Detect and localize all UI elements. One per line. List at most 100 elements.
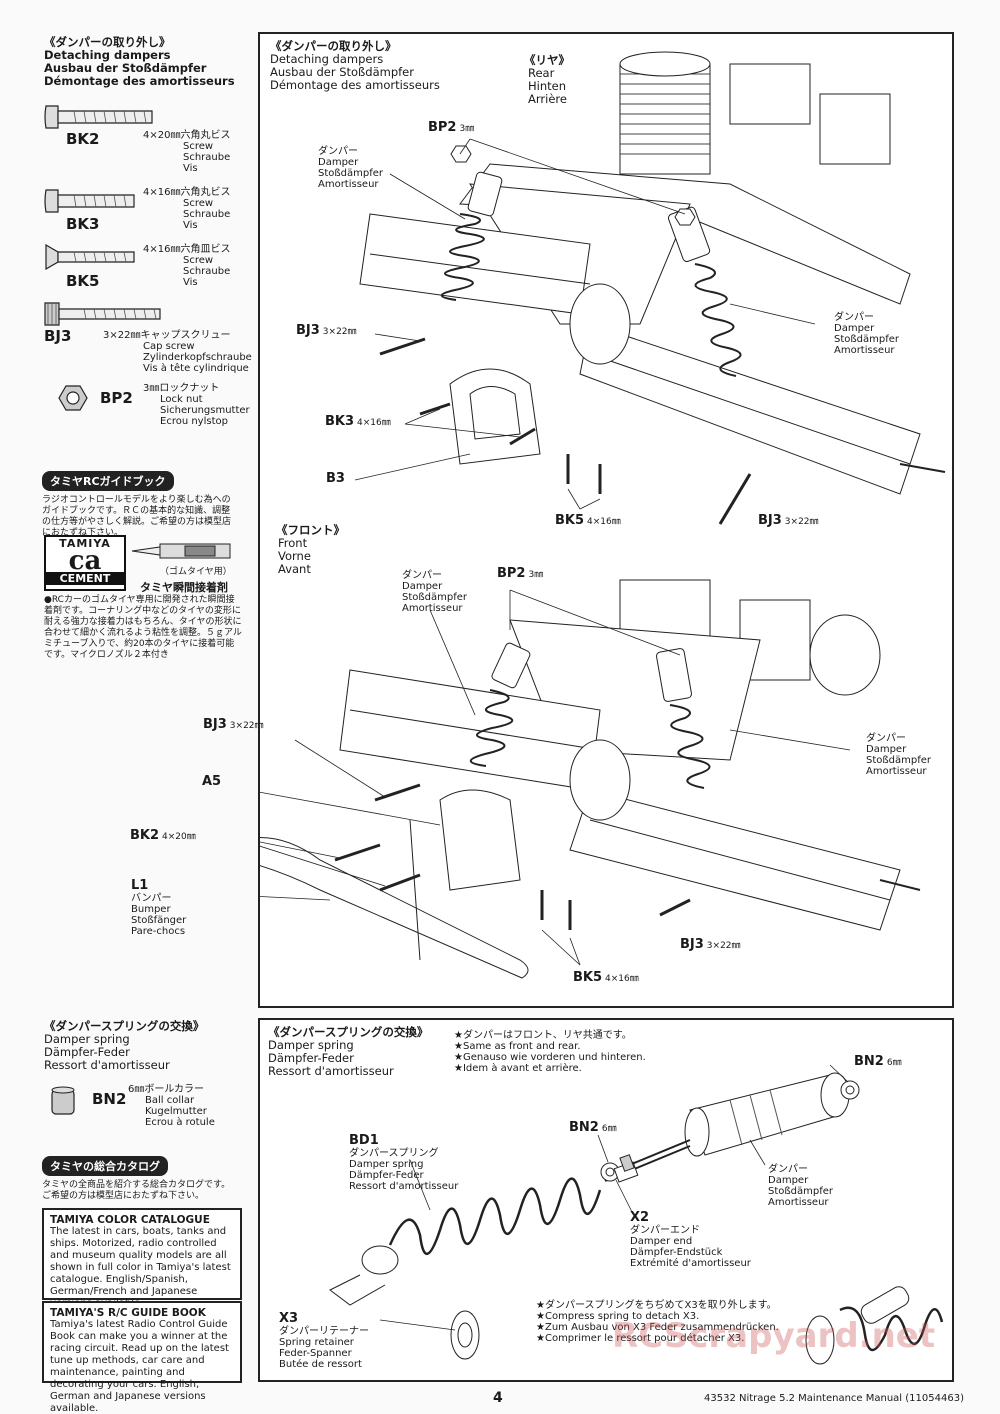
front-chassis-illustration <box>260 560 952 1000</box>
x2-callout: ダンパーエンド Damper end Dämpfer-Endstück Extr… <box>630 1225 751 1269</box>
damper-ja: ダンパー <box>318 146 358 157</box>
damper-de: Stoßdämpfer <box>866 755 932 766</box>
label-b3: B3 <box>326 471 345 486</box>
compressed-spring-icon <box>806 1284 942 1364</box>
desc-en: Screw <box>183 198 214 209</box>
color-catalogue-title: TAMIYA COLOR CATALOGUE <box>50 1214 210 1226</box>
damper-en: Damper <box>318 157 359 168</box>
damper-ja: ダンパー <box>866 733 906 744</box>
x2-en: Damper end <box>630 1236 693 1247</box>
bp2-nuts-rear <box>451 146 695 225</box>
title-de: Ausbau der Stoßdämpfer <box>44 61 207 75</box>
front-en: Front <box>278 536 308 550</box>
note-fr: ★Comprimer le ressort pour détacher X3. <box>536 1333 745 1344</box>
label-code: BJ3 <box>758 513 782 528</box>
guide-book-heading: タミヤRCガイドブック <box>42 471 174 491</box>
damper-callout-front-left: ダンパー Damper Stoßdämpfer Amortisseur <box>402 570 467 614</box>
title-de: Dämpfer-Feder <box>268 1051 354 1065</box>
bp2-code: BP2 <box>100 389 133 407</box>
x3-callout: ダンパーリテーナー Spring retainer Feder-Spanner … <box>279 1326 369 1370</box>
desc-fr: Vis à tête cylindrique <box>143 363 249 374</box>
cement-sub: （ゴムタイヤ用） <box>160 567 232 577</box>
desc-fr: Ecrou nylstop <box>160 416 228 427</box>
bk2-code: BK2 <box>66 130 100 148</box>
guide-book-section: タミヤRCガイドブック ラジオコントロールモデルをより楽しむ為へのガイドブックで… <box>42 470 242 539</box>
damper-fr: Amortisseur <box>768 1197 829 1208</box>
rc-guide-book-text: Tamiya's latest Radio Control Guide Book… <box>50 1319 229 1414</box>
desc-ja: 4×16㎜六角皿ビス <box>143 244 231 255</box>
rear-en: Rear <box>528 66 555 80</box>
x2-de: Dämpfer-Endstück <box>630 1247 723 1258</box>
desc-de: Kugelmutter <box>145 1106 207 1117</box>
left-rear-damper-icon <box>442 171 503 300</box>
x2-fr: Extrémité d'amortisseur <box>630 1258 751 1269</box>
desc-en: Lock nut <box>160 394 203 405</box>
catalog-section: タミヤの総合カタログ タミヤの全商品を紹介する総合カタログです。ご希望の方は模型… <box>42 1155 242 1202</box>
damper-body-icon <box>605 1073 859 1181</box>
label-mm: 4×16㎜ <box>605 974 639 984</box>
desc-de: Schraube <box>183 152 231 163</box>
bp2-desc: 3㎜ロックナット Lock nut Sicherungsmutter Ecrou… <box>143 383 250 427</box>
label-mm: 6㎜ <box>601 1124 617 1134</box>
color-catalogue-box: TAMIYA COLOR CATALOGUE The latest in car… <box>42 1208 242 1309</box>
x2-ja: ダンパーエンド <box>630 1225 700 1236</box>
engine-icon <box>620 52 890 174</box>
bk3-screws-rear <box>420 404 535 444</box>
damper-de: Stoßdämpfer <box>834 334 900 345</box>
damper-ja: ダンパー <box>834 312 874 323</box>
bk2-desc: 4×20㎜六角丸ビス Screw Schraube Vis <box>143 130 230 174</box>
bn2-ball-collar-small-icon <box>620 1155 634 1172</box>
manual-footer: 43532 Nitrage 5.2 Maintenance Manual (11… <box>704 1393 964 1404</box>
title-en: Detaching dampers <box>44 48 171 62</box>
label-code: BP2 <box>428 120 457 135</box>
label-code: BK5 <box>573 970 603 985</box>
label-a5: A5 <box>202 774 222 789</box>
rear-de: Hinten <box>528 79 567 93</box>
rear-chassis-illustration <box>260 34 952 534</box>
desc-en: Screw <box>183 255 214 266</box>
damper-callout-spring: ダンパー Damper Stoßdämpfer Amortisseur <box>768 1164 833 1208</box>
desc-ja: 4×20㎜六角丸ビス <box>143 130 231 141</box>
label-code: BK3 <box>325 414 355 429</box>
label-code: BK5 <box>555 513 585 528</box>
label-code: BJ3 <box>296 323 320 338</box>
note-ja: ★ダンパースプリングをちぢめてX3を取り外します。 <box>536 1300 777 1311</box>
x3-en: Spring retainer <box>279 1337 354 1348</box>
catalog-text: タミヤの全商品を紹介する総合カタログです。ご希望の方は模型店におたずね下さい。 <box>42 1180 231 1201</box>
page-number: 4 <box>493 1390 503 1406</box>
title-ja: 《ダンパーの取り外し》 <box>270 39 397 53</box>
desc-de: Sicherungsmutter <box>160 405 250 416</box>
left-detaching-title: 《ダンパーの取り外し》 Detaching dampers Ausbau der… <box>44 36 235 88</box>
front-ja: 《フロント》 <box>276 523 345 537</box>
note-en: ★Same as front and rear. <box>454 1041 581 1052</box>
desc-fr: Vis <box>183 277 198 288</box>
bk5-desc: 4×16㎜六角皿ビス Screw Schraube Vis <box>143 244 230 288</box>
bj3-cap-screw-icon <box>44 302 162 326</box>
bj3-code: BJ3 <box>44 327 72 345</box>
bj3-desc: 3×22㎜キャップスクリュー Cap screw Zylinderkopfsch… <box>103 330 252 374</box>
l1-bumper-icon <box>260 820 528 978</box>
label-mm: 3×22㎜ <box>322 327 357 337</box>
title-de: Dämpfer-Feder <box>44 1045 130 1059</box>
spring-fr: Ressort d'amortisseur <box>349 1181 459 1192</box>
front-de: Vorne <box>278 549 311 563</box>
note-fr: ★Idem à avant et arrière. <box>454 1063 582 1074</box>
label-code: BK2 <box>130 828 160 843</box>
damper-callout-front-right: ダンパー Damper Stoßdämpfer Amortisseur <box>866 733 931 777</box>
compress-spring-note: ★ダンパースプリングをちぢめてX3を取り外します。 ★Compress spri… <box>536 1300 779 1344</box>
bd1-spring-icon <box>330 1179 600 1305</box>
desc-de: Schraube <box>183 266 231 277</box>
title-fr: Ressort d'amortisseur <box>44 1058 170 1072</box>
catalog-heading: タミヤの総合カタログ <box>42 1156 168 1176</box>
b3-cover-icon <box>450 369 540 464</box>
bn2-code: BN2 <box>92 1090 127 1108</box>
label-mm: 3×22㎜ <box>784 517 819 527</box>
bn2-ball-collar-icon <box>50 1086 76 1118</box>
bumper-en: Bumper <box>131 904 171 915</box>
bumper-callout: バンパー Bumper Stoßfänger Pare-chocs <box>131 893 186 937</box>
x3-fr: Butée de ressort <box>279 1359 362 1370</box>
